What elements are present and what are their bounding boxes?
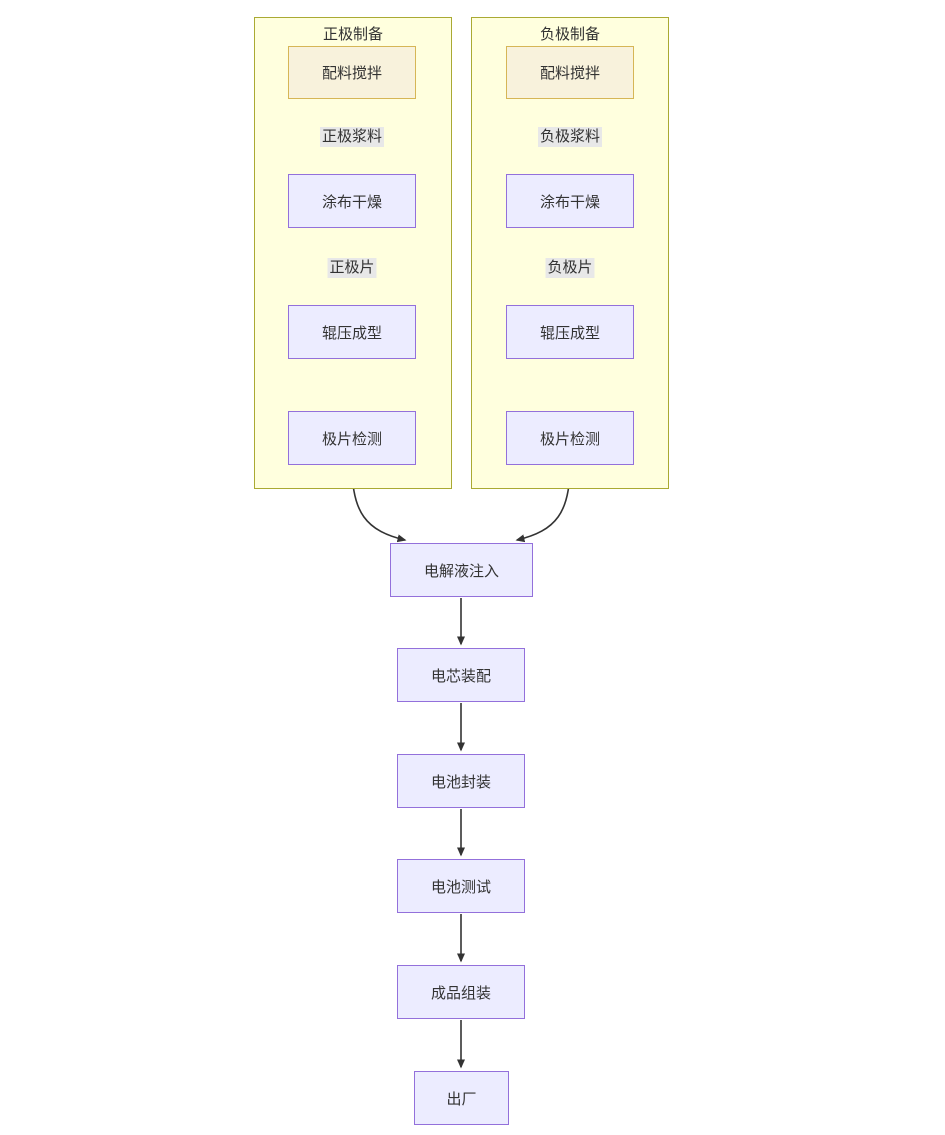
edge-label-positive-sheet: 正极片: [327, 258, 377, 278]
node-shipping: 出厂: [414, 1071, 509, 1125]
node-negative-coating: 涂布干燥: [506, 174, 634, 228]
node-positive-pressing: 辊压成型: [288, 305, 416, 359]
node-cell-assembly: 电芯装配: [397, 648, 525, 702]
edge-label-positive-slurry: 正极浆料: [319, 127, 385, 147]
node-battery-packaging: 电池封装: [397, 754, 525, 808]
edge-label-negative-sheet: 负极片: [545, 258, 595, 278]
node-positive-mixing: 配料搅拌: [288, 46, 416, 99]
node-negative-mixing: 配料搅拌: [506, 46, 634, 99]
node-final-assembly: 成品组装: [397, 965, 525, 1019]
edge-label-negative-slurry: 负极浆料: [537, 127, 603, 147]
node-positive-coating: 涂布干燥: [288, 174, 416, 228]
node-negative-inspection: 极片检测: [506, 411, 634, 465]
node-battery-testing: 电池测试: [397, 859, 525, 913]
cluster-negative-title: 负极制备: [539, 26, 600, 43]
node-negative-pressing: 辊压成型: [506, 305, 634, 359]
cluster-positive-title: 正极制备: [322, 26, 383, 43]
node-positive-inspection: 极片检测: [288, 411, 416, 465]
node-electrolyte-injection: 电解液注入: [390, 543, 533, 597]
